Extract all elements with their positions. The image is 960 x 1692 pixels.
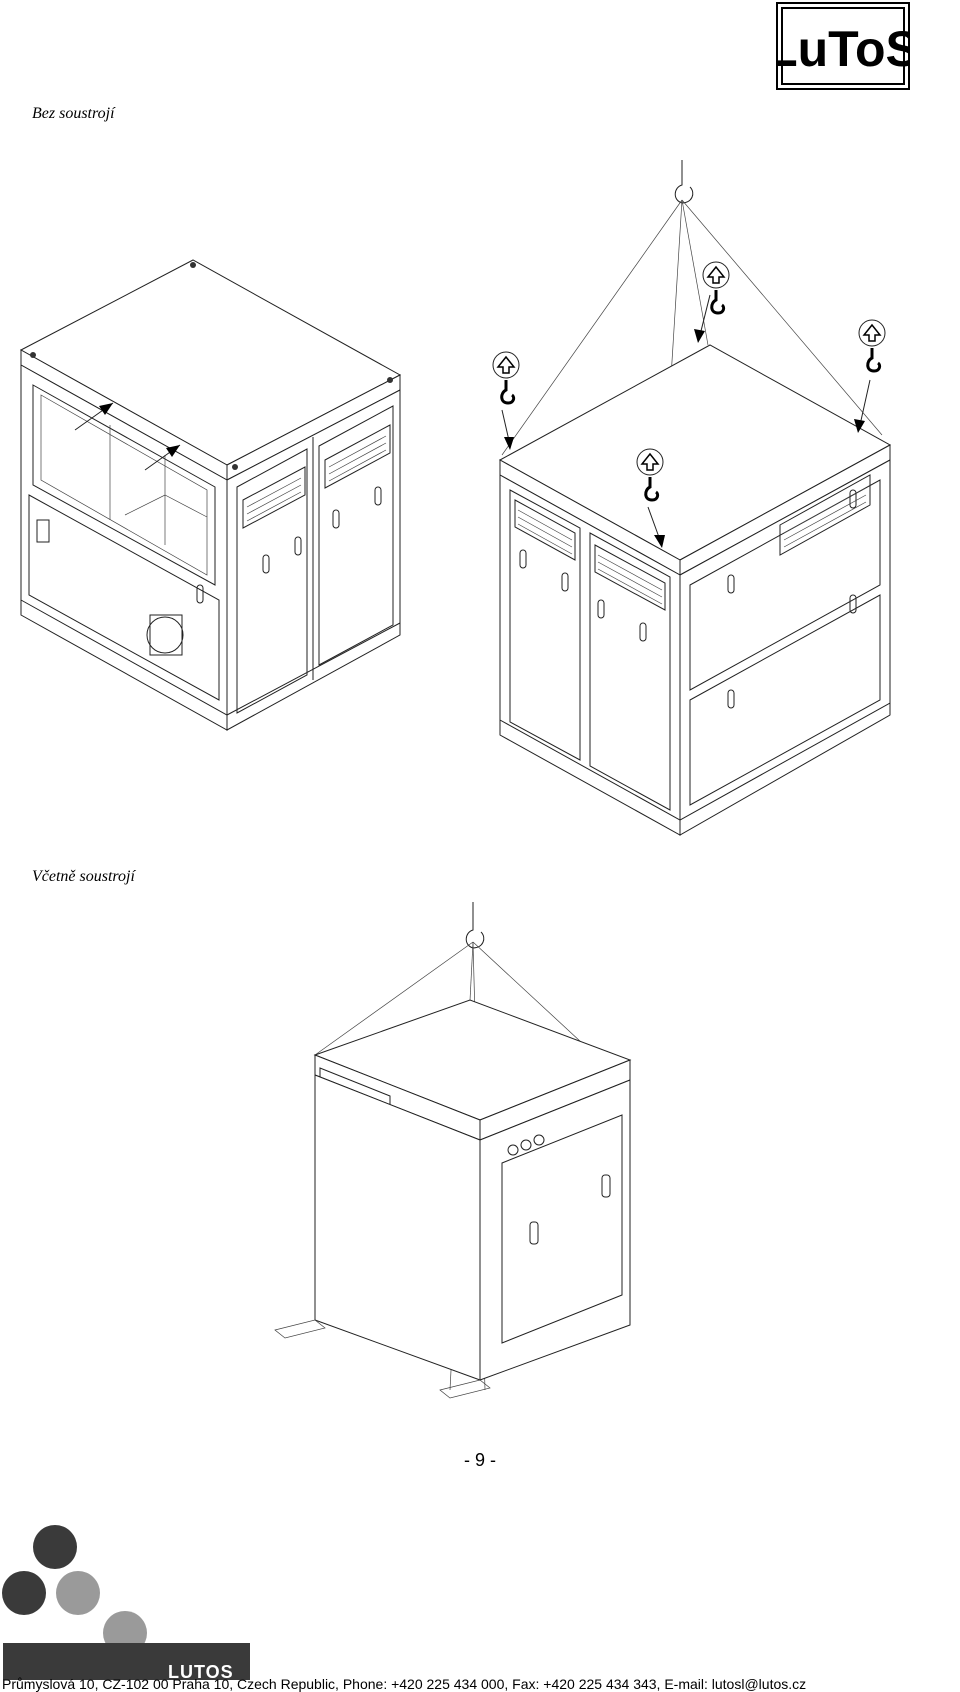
lift-point-icon bbox=[694, 261, 730, 343]
lift-point-icon bbox=[636, 448, 665, 548]
drawing-unit-left bbox=[15, 255, 405, 735]
footer-brand-word: LUTOS bbox=[168, 1662, 234, 1682]
section-caption-with-unit: Včetně soustrojí bbox=[32, 868, 135, 885]
crane-hook-icon bbox=[465, 902, 485, 949]
page-number: - 9 - bbox=[463, 1450, 496, 1470]
drawing-unit-lower bbox=[270, 900, 640, 1410]
header-logo: LuToS bbox=[776, 2, 910, 90]
logo-text: LuToS bbox=[776, 21, 910, 77]
footer-brand bbox=[0, 1525, 260, 1680]
section-caption-without-unit: Bez soustrojí bbox=[32, 105, 115, 122]
lift-point-icon bbox=[492, 351, 520, 450]
lutos-logo-icon: LuToS bbox=[776, 2, 910, 90]
brand-dot bbox=[2, 1571, 46, 1615]
lift-point-icon bbox=[854, 319, 886, 433]
brand-dot bbox=[56, 1571, 100, 1615]
footer-address: Průmyslová 10, CZ-102 00 Praha 10, Czech… bbox=[2, 1676, 807, 1692]
crane-hook-icon bbox=[674, 160, 694, 204]
drawing-unit-right-lifting bbox=[460, 155, 900, 845]
brand-dot bbox=[33, 1525, 77, 1569]
